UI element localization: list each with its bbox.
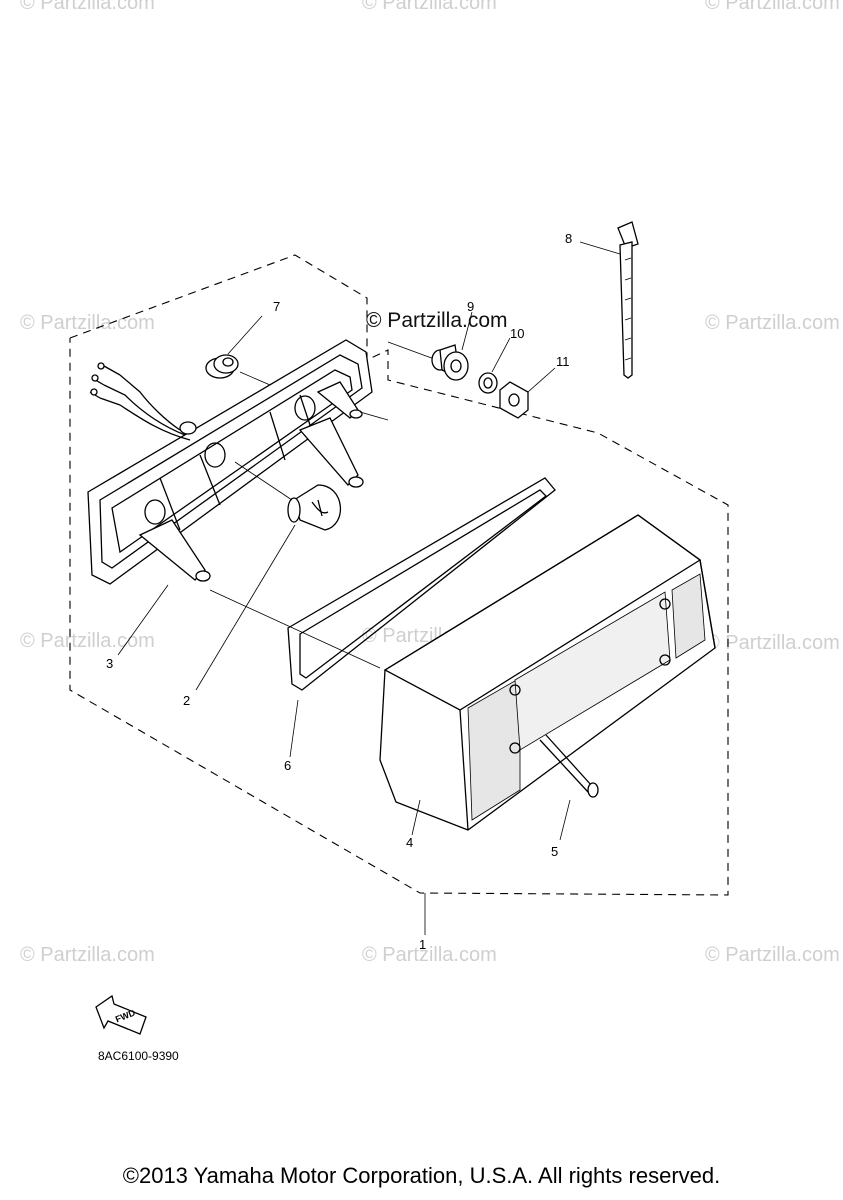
washer <box>478 372 498 394</box>
watermark: © Partzilla.com <box>20 0 155 14</box>
diagram-part-code: 8AC6100-9390 <box>98 1049 179 1063</box>
callout-7: 7 <box>273 299 281 314</box>
callout-9: 9 <box>467 299 475 314</box>
callout-5: 5 <box>551 844 559 859</box>
cable-tie <box>617 221 639 379</box>
callout-2: 2 <box>183 693 191 708</box>
light-base-housing <box>87 339 373 585</box>
watermark: © Partzilla.com <box>705 632 840 654</box>
nut <box>499 381 529 419</box>
assembly-boundary <box>69 254 729 896</box>
callout-6: 6 <box>284 758 292 773</box>
copyright-notice: ©2013 Yamaha Motor Corporation, U.S.A. A… <box>122 1163 721 1188</box>
watermark: © Partzilla.com <box>20 312 155 334</box>
screw <box>539 734 599 798</box>
callout-1: 1 <box>419 937 427 952</box>
watermark: © Partzilla.com <box>705 944 840 966</box>
collar <box>431 344 469 381</box>
callout-3: 3 <box>106 656 114 671</box>
watermark: © Partzilla.com <box>20 944 155 966</box>
callout-8: 8 <box>565 231 573 246</box>
lens-cover <box>379 514 716 831</box>
watermark: © Partzilla.com <box>362 944 497 966</box>
center-watermark: © Partzilla.com <box>366 309 508 332</box>
bulb <box>287 484 341 531</box>
gasket <box>287 477 556 691</box>
callout-11: 11 <box>556 354 570 369</box>
callout-10: 10 <box>510 326 525 341</box>
callout-4: 4 <box>406 835 414 850</box>
grommet <box>205 354 239 379</box>
watermark: © Partzilla.com <box>20 630 155 652</box>
fwd-arrow <box>95 994 147 1035</box>
watermark: © Partzilla.com <box>705 0 840 14</box>
watermark: © Partzilla.com <box>362 0 497 14</box>
watermark: © Partzilla.com <box>705 312 840 334</box>
